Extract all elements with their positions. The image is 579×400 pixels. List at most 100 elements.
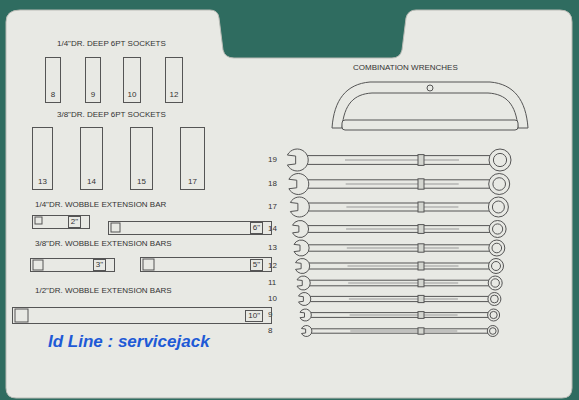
rack-clip [418,328,424,334]
wrench-ring-hole [491,295,499,303]
bar-length: 10" [245,310,263,322]
wrench-ring [488,276,502,290]
combination-wrench [294,240,505,256]
wrench-ring [489,259,504,274]
bar-length: 3" [93,259,106,271]
rack-clip [418,155,424,166]
wrench-ring-hole [490,311,497,318]
extension-bar: 6" [108,221,272,235]
size-number: 10 [268,295,277,303]
drive-end [35,217,42,224]
wrench-shaft [302,203,490,211]
bar-length: 6" [250,222,263,234]
combination-wrench [289,174,510,195]
extension-bar: 3" [30,258,115,272]
wrench-ring [489,149,511,171]
wrench-ring [489,240,505,256]
combination-wrench [297,276,502,290]
rack-clip [418,295,424,302]
wrench-ring [488,293,501,306]
combination-wrench [302,325,499,336]
wrench-shaft-line [348,266,459,267]
wrench-open-end [296,259,310,274]
wrench-ring-hole [491,279,499,287]
combination-wrench [290,197,508,217]
wrench-ring [489,174,510,195]
wrench-shaft-line [350,315,458,316]
wrench-rack [332,82,528,130]
rack-clip [418,179,424,189]
combination-wrench [293,221,507,238]
rack-clip [418,225,424,234]
rack-clip [418,262,424,270]
drive-end [33,260,43,270]
group-heading: 1/4"DR. WOBBLE EXTENSION BAR [35,201,166,209]
group-heading: 1/2"DR. WOBBLE EXTENSION BARS [35,287,172,295]
socket-size: 17 [188,178,197,186]
wrench-shaft [307,313,489,318]
wrench-shaft [302,180,491,188]
size-number: 13 [268,244,277,252]
wrench-drawings [287,149,511,337]
socket-size: 10 [128,91,137,99]
extension-bar: 10" [12,307,272,324]
wrench-shaft-line [348,283,458,284]
combination-wrench [287,149,511,171]
socket-slot: 14 [80,127,103,190]
wrench-ring-hole [493,153,506,166]
wrench-shaft-line [350,331,457,332]
wrench-shaft [308,329,488,333]
size-number: 17 [268,203,277,211]
socket-size: 8 [51,91,55,99]
wrench-shaft [305,280,489,286]
rack-clip [418,312,424,319]
wrench-open-end [294,240,309,256]
wrench-ring-hole [493,178,506,191]
wrench-open-end [290,197,309,217]
extension-bar: 5" [140,257,272,272]
rack-clip [418,244,424,252]
wrench-shaft-line [346,207,458,208]
group-heading: 3/8"DR. WOBBLE EXTENSION BARS [35,240,172,248]
socket-slot: 15 [130,127,153,190]
wrench-shaft-line [347,248,459,249]
socket-size: 14 [87,178,96,186]
rack-clip [418,279,424,287]
extension-bar: 2" [32,215,90,229]
wrench-shaft [303,226,491,233]
socket-slot: 12 [165,57,183,103]
rack-hole [427,85,433,91]
tray-card [6,10,572,398]
size-number: 14 [268,225,277,233]
wrench-open-end [287,149,308,171]
wrench-open-end [299,293,311,306]
wrench-open-end [302,325,312,336]
wrench-shaft-line [349,299,458,300]
wrench-shaft [304,245,491,251]
wrench-ring [489,221,506,238]
socket-size: 13 [38,178,47,186]
socket-size: 12 [170,91,179,99]
wrench-ring-hole [492,262,501,271]
wrench-shaft [305,263,491,269]
wrench-shaft-line [345,160,459,161]
size-number: 12 [268,262,277,270]
wrench-open-end [297,276,310,290]
wrench-shaft [306,296,489,301]
wrench-ring [487,326,498,337]
size-number: 8 [268,327,272,335]
rack-clip [418,202,424,212]
wrench-shaft-line [346,184,459,185]
wrench-shaft-line [346,229,459,230]
wrench-ring-hole [493,224,503,234]
socket-slot: 8 [45,57,61,103]
wrench-ring [488,309,500,321]
wrench-open-end [300,309,311,321]
bar-length: 5" [250,259,263,271]
group-heading: 3/8"DR. DEEP 6PT SOCKETS [57,111,166,119]
drive-end [111,223,120,232]
wrench-open-end [289,174,309,195]
group-heading: COMBINATION WRENCHES [353,64,458,72]
